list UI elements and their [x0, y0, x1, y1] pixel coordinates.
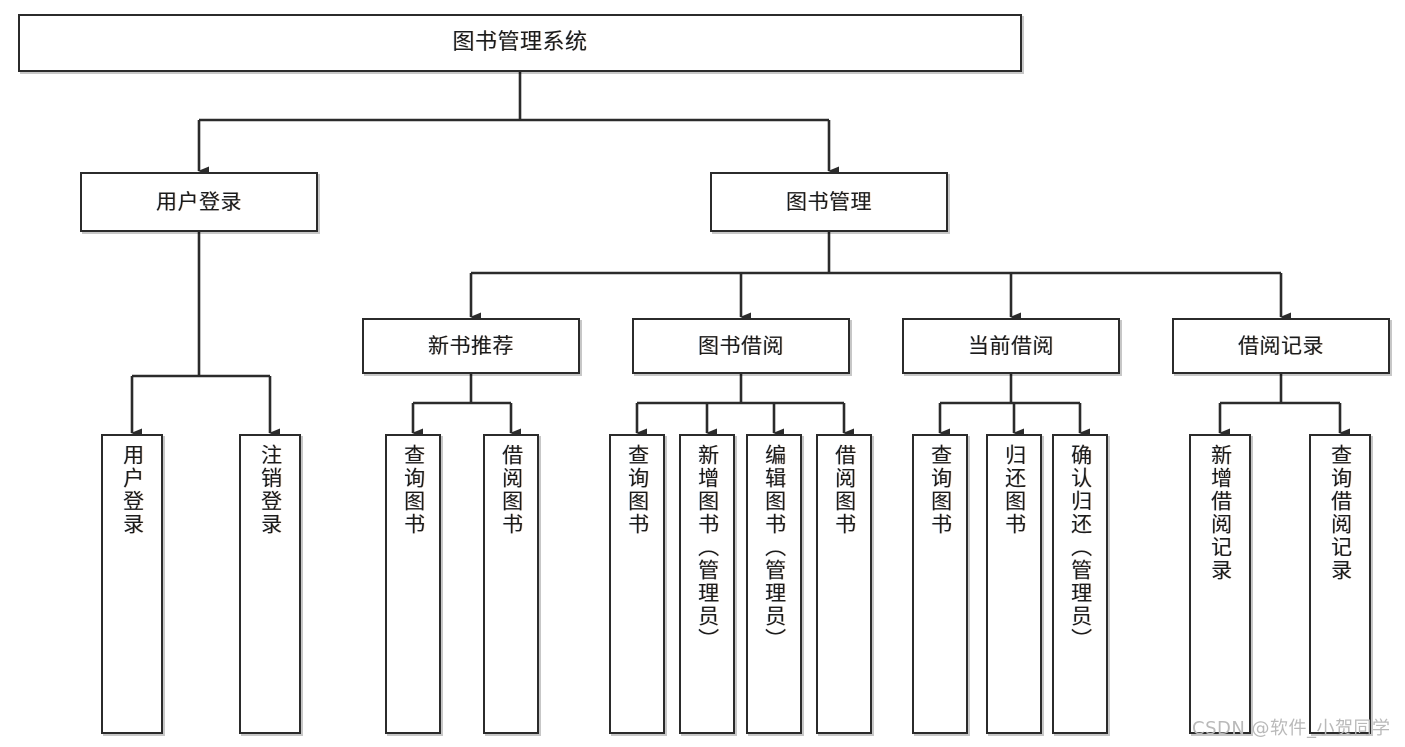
node-leaf-query-borrow-record[interactable]: 查询借阅记录: [1309, 434, 1371, 734]
node-label-leaf-add-borrow-record: 新增借阅记录: [1208, 444, 1233, 582]
node-label-leaf-user-login: 用户登录: [120, 444, 145, 536]
node-label-book-borrow: 图书借阅: [698, 333, 784, 358]
node-label-borrow-record: 借阅记录: [1238, 333, 1324, 358]
node-root[interactable]: 图书管理系统: [18, 14, 1022, 72]
node-leaf-query-book-borrow[interactable]: 查询图书: [609, 434, 665, 734]
node-current-borrow[interactable]: 当前借阅: [902, 318, 1120, 374]
node-label-leaf-add-book-admin: 新增图书（管理员）: [695, 444, 720, 651]
node-book-borrow[interactable]: 图书借阅: [632, 318, 850, 374]
node-label-leaf-user-logout: 注销登录: [258, 444, 283, 536]
node-new-book-rec[interactable]: 新书推荐: [362, 318, 580, 374]
node-user-login[interactable]: 用户登录: [80, 172, 318, 232]
node-leaf-add-borrow-record[interactable]: 新增借阅记录: [1189, 434, 1251, 734]
node-label-leaf-borrow-book-rec: 借阅图书: [499, 444, 524, 536]
node-label-user-login: 用户登录: [156, 189, 242, 214]
node-label-book-manage: 图书管理: [786, 189, 872, 214]
node-leaf-edit-book-admin[interactable]: 编辑图书（管理员）: [746, 434, 802, 734]
node-leaf-add-book-admin[interactable]: 新增图书（管理员）: [679, 434, 735, 734]
node-leaf-borrow-book[interactable]: 借阅图书: [816, 434, 872, 734]
node-label-leaf-return-book: 归还图书: [1002, 444, 1027, 536]
node-label-leaf-query-book-rec: 查询图书: [401, 444, 426, 536]
node-label-leaf-edit-book-admin: 编辑图书（管理员）: [762, 444, 787, 651]
node-leaf-borrow-book-rec[interactable]: 借阅图书: [483, 434, 539, 734]
node-leaf-return-book[interactable]: 归还图书: [986, 434, 1042, 734]
node-label-current-borrow: 当前借阅: [968, 333, 1054, 358]
node-leaf-query-book-cur[interactable]: 查询图书: [912, 434, 968, 734]
node-label-leaf-query-book-cur: 查询图书: [928, 444, 953, 536]
node-label-leaf-query-book-borrow: 查询图书: [625, 444, 650, 536]
node-label-new-book-rec: 新书推荐: [428, 333, 514, 358]
node-label-leaf-borrow-book: 借阅图书: [832, 444, 857, 536]
node-label-root: 图书管理系统: [452, 30, 588, 56]
node-book-manage[interactable]: 图书管理: [710, 172, 948, 232]
node-leaf-user-login[interactable]: 用户登录: [101, 434, 163, 734]
node-label-leaf-confirm-return-admin: 确认归还（管理员）: [1068, 444, 1093, 651]
node-label-leaf-query-borrow-record: 查询借阅记录: [1328, 444, 1353, 582]
node-leaf-confirm-return-admin[interactable]: 确认归还（管理员）: [1052, 434, 1108, 734]
node-borrow-record[interactable]: 借阅记录: [1172, 318, 1390, 374]
node-leaf-query-book-rec[interactable]: 查询图书: [385, 434, 441, 734]
node-leaf-user-logout[interactable]: 注销登录: [239, 434, 301, 734]
